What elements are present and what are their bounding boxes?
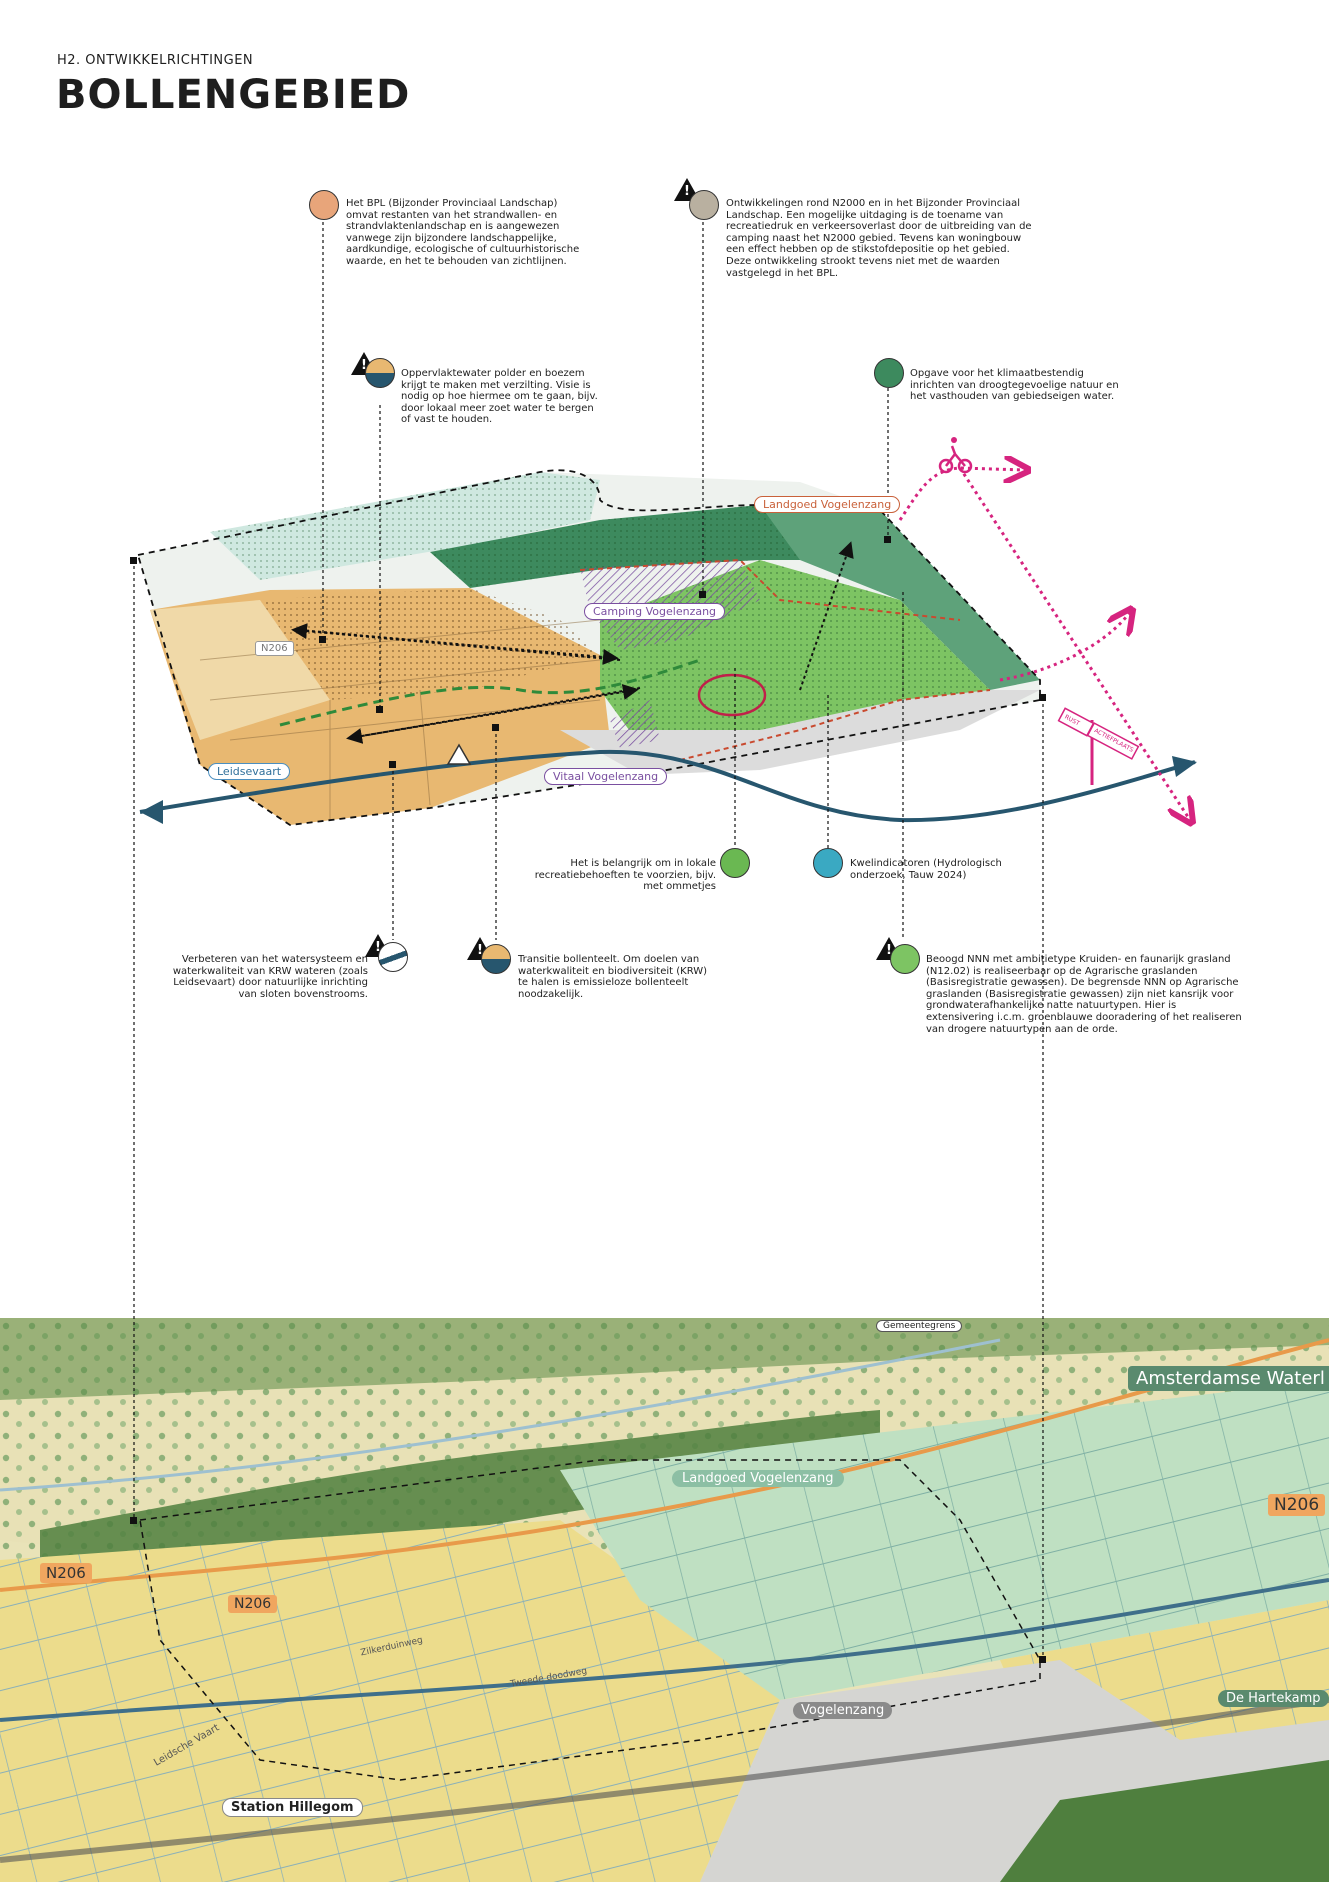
- n206-mid-label: N206: [228, 1595, 278, 1613]
- bollenteelt-pin-icon: [481, 944, 511, 974]
- kwel-pin-icon: [813, 848, 843, 878]
- hartekamp-label: De Hartekamp: [1218, 1690, 1329, 1707]
- connector-dots: [130, 536, 1046, 1663]
- nnn-note: Beoogd NNN met ambitietype Kruiden- en f…: [926, 954, 1242, 1035]
- bpl-pin-icon: [309, 190, 339, 220]
- awd-label: Amsterdamse Waterl: [1128, 1366, 1329, 1391]
- section-label: H2. ONTWIKKELRICHTINGEN: [57, 53, 254, 68]
- oppervlaktewater-note: Oppervlaktewater polder en boezem krijgt…: [401, 368, 598, 426]
- bpl-note: Het BPL (Bijzonder Provinciaal Landschap…: [346, 198, 580, 267]
- water-pin-icon: [365, 358, 395, 388]
- landgoed-map-label: Landgoed Vogelenzang: [672, 1470, 844, 1487]
- krw-pin-icon: [378, 942, 408, 972]
- camping-label: Camping Vogelenzang: [584, 603, 726, 620]
- n2000-pin-icon: [689, 190, 719, 220]
- landgoed-label: Landgoed Vogelenzang: [754, 496, 901, 513]
- page-title: BOLLENGEBIED: [56, 72, 411, 118]
- base-map: [0, 1318, 1329, 1882]
- climate-pin-icon: [874, 358, 904, 388]
- nnn-pin-icon: [890, 944, 920, 974]
- signpost-icon: [1057, 707, 1140, 785]
- recreatie-note: Het is belangrijk om in lokale recreatie…: [534, 858, 716, 893]
- bicycle-icon: [938, 437, 973, 474]
- n206-diagram-label: N206: [255, 641, 294, 656]
- klimaat-note: Opgave voor het klimaatbestendig inricht…: [910, 368, 1119, 403]
- gemeentegrens-label: Gemeentegrens: [876, 1320, 963, 1332]
- vogelenzang-map-label: Vogelenzang: [793, 1702, 893, 1719]
- n206-right-label: N206: [1268, 1494, 1326, 1516]
- vitaal-label: Vitaal Vogelenzang: [544, 768, 668, 785]
- leidsevaart-label: Leidsevaart: [208, 763, 291, 780]
- watersysteem-note: Verbeteren van het watersysteem en water…: [172, 954, 368, 1000]
- recreation-pin-icon: [720, 848, 750, 878]
- connector-lines: [133, 222, 1044, 1660]
- warning-icon: [446, 743, 472, 765]
- bollenteelt-note: Transitie bollenteelt. Om doelen van wat…: [518, 954, 708, 1000]
- kwel-note: Kwelindicatoren (Hydrologisch onderzoek,…: [850, 858, 1002, 881]
- isometric-diagram: [136, 437, 1197, 825]
- station-label: Station Hillegom: [222, 1798, 363, 1817]
- n2000-note: Ontwikkelingen rond N2000 en in het Bijz…: [726, 198, 1032, 279]
- n206-left-label: N206: [40, 1563, 92, 1583]
